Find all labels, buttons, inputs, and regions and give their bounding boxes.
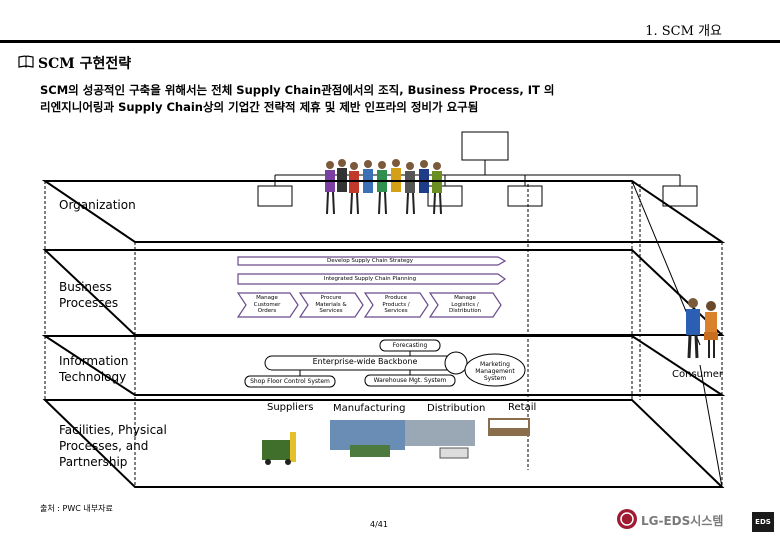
org-chart: [258, 132, 697, 206]
process-integrated-planning: Integrated Supply Chain Planning: [300, 276, 440, 283]
consumer-illustration: [686, 298, 718, 358]
source-note: 출처 : PWC 내부자료: [40, 503, 113, 514]
it-forecasting: Forecasting: [380, 342, 440, 349]
label-line: Processes: [59, 295, 118, 311]
lg-logo-icon: [616, 508, 638, 530]
process-develop-strategy: Develop Supply Chain Strategy: [300, 258, 440, 265]
label-line: Management: [470, 368, 520, 375]
layer-label-information-technology: Information Technology: [59, 353, 128, 385]
chain-retail: Retail: [508, 402, 536, 413]
label-line: Orders: [244, 308, 290, 315]
label-line: Information: [59, 353, 128, 369]
layer-label-organization: Organization: [59, 197, 136, 213]
label-line: Services: [306, 308, 356, 315]
label-line: Services: [371, 308, 421, 315]
process-produce: Produce Products / Services: [371, 295, 421, 315]
label-line: Distribution: [438, 308, 492, 315]
label-line: Partnership: [59, 454, 167, 470]
label-line: System: [470, 375, 520, 382]
label-line: Marketing: [470, 361, 520, 368]
label-line: Technology: [59, 369, 128, 385]
it-shop-floor: Shop Floor Control System: [245, 378, 335, 385]
it-backbone: Enterprise-wide Backbone: [290, 357, 440, 366]
chain-suppliers: Suppliers: [267, 402, 313, 413]
facilities-illustration: [262, 418, 530, 465]
eds-badge: EDS: [752, 512, 774, 532]
label-line: Processes, and: [59, 438, 167, 454]
layer-label-business-processes: Business Processes: [59, 279, 118, 311]
people-group-illustration: [325, 159, 442, 214]
consumer-label: Consumer: [672, 369, 723, 380]
process-procure: Procure Materials & Services: [306, 295, 356, 315]
page-number: 4/41: [370, 520, 388, 529]
process-logistics: Manage Logistics / Distribution: [438, 295, 492, 315]
it-warehouse: Warehouse Mgt. System: [365, 377, 455, 384]
layer-label-facilities: Facilities, Physical Processes, and Part…: [59, 422, 167, 470]
chain-manufacturing: Manufacturing: [333, 403, 405, 414]
it-marketing-system: Marketing Management System: [470, 361, 520, 382]
process-manage-orders: Manage Customer Orders: [244, 295, 290, 315]
label-line: Facilities, Physical: [59, 422, 167, 438]
label-line: Business: [59, 279, 118, 295]
company-logo-text: LG-EDS시스템: [641, 512, 723, 529]
chain-distribution: Distribution: [427, 403, 485, 414]
